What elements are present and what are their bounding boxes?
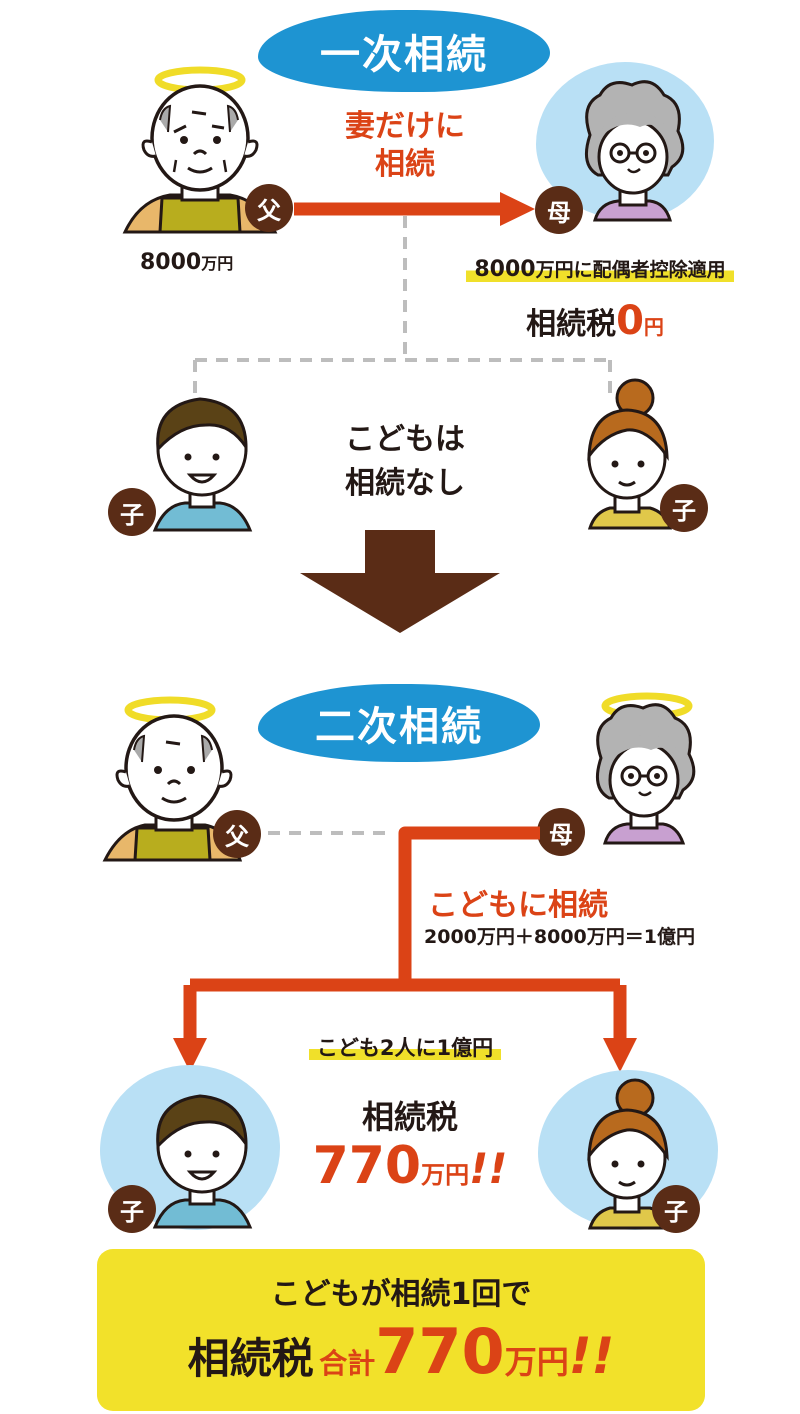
child-badge-right-2-text: 子 xyxy=(664,1197,688,1226)
father-assets-number: 8000 xyxy=(140,250,202,275)
child-badge-right: 子 xyxy=(660,484,708,532)
arrow-label-line2: 相続 xyxy=(375,147,435,182)
first-inheritance-title-text: 一次相続 xyxy=(320,32,488,78)
second-tax-unit: 万円 xyxy=(421,1161,470,1189)
first-tax: 相続税0円 xyxy=(470,298,720,344)
father-badge: 父 xyxy=(245,184,293,232)
second-tax-exclaim: !! xyxy=(469,1144,508,1193)
son-icon-2 xyxy=(152,1094,253,1229)
child-badge-left-2: 子 xyxy=(108,1185,156,1233)
children-no-inheritance-note: こどもは 相続なし xyxy=(300,418,510,506)
first-inheritance-title: 一次相続 xyxy=(258,10,550,92)
inherit-to-wife-arrow xyxy=(193,192,612,395)
summary-exclaim: !! xyxy=(568,1327,615,1385)
father-halo-icon-2 xyxy=(102,696,243,862)
mother-badge-2: 母 xyxy=(537,808,585,856)
summary-box: こどもが相続1回で 相続税 合計770万円!! xyxy=(97,1249,705,1411)
children-note-line2: 相続なし xyxy=(345,466,465,501)
child-badge-left-2-text: 子 xyxy=(120,1197,144,1226)
summary-line1: こどもが相続1回で xyxy=(270,1277,532,1312)
deduction-number: 8000 xyxy=(474,257,536,282)
inherit-to-children-label: こどもに相続 xyxy=(428,888,608,923)
daughter-icon xyxy=(587,378,673,530)
summary-line2: 相続税 合計770万円!! xyxy=(97,1315,705,1388)
arrow-label-line1: 妻だけに xyxy=(345,109,465,144)
second-inheritance-title: 二次相続 xyxy=(258,684,540,762)
deduction-text: 万円に配偶者控除適用 xyxy=(535,259,726,281)
father-badge-2: 父 xyxy=(213,810,261,858)
father-halo-icon xyxy=(122,66,278,234)
summary-total-label: 合計 xyxy=(319,1347,376,1380)
split-label: こども2人に1億円 xyxy=(270,1032,540,1062)
summary-tax-label: 相続税 xyxy=(187,1334,314,1383)
spousal-deduction-note: 8000万円に配偶者控除適用 xyxy=(420,255,780,282)
mother-badge-2-text: 母 xyxy=(549,820,573,849)
family-dashed-line xyxy=(193,216,612,395)
father-assets: 8000万円 xyxy=(140,250,233,275)
sum-formula: 2000万円＋8000万円＝1億円 xyxy=(424,926,695,948)
split-label-text: こども2人に1億円 xyxy=(308,1036,502,1060)
summary-total-value: 770 xyxy=(375,1315,505,1388)
son-icon xyxy=(152,397,253,532)
mother-icon xyxy=(584,80,685,222)
child-badge-left: 子 xyxy=(108,488,156,536)
father-badge-text: 父 xyxy=(257,196,281,225)
arrow-label: 妻だけに 相続 xyxy=(320,108,490,184)
mother-halo-icon xyxy=(595,692,696,845)
second-tax-amount: 770万円!! xyxy=(280,1136,540,1196)
children-note-line1: こどもは xyxy=(345,422,465,457)
mother-badge-text: 母 xyxy=(547,198,571,227)
child-badge-left-text: 子 xyxy=(120,500,144,529)
mother-badge: 母 xyxy=(535,186,583,234)
first-tax-label: 相続税 xyxy=(526,307,617,342)
first-tax-unit: 円 xyxy=(643,315,664,339)
father-badge-2-text: 父 xyxy=(225,822,249,851)
big-down-arrow-icon xyxy=(300,530,500,633)
daughter-icon-2 xyxy=(587,1078,673,1230)
second-tax-value: 770 xyxy=(312,1136,422,1196)
inherit-to-children-arrow xyxy=(173,826,637,1072)
summary-total-unit: 万円 xyxy=(504,1343,569,1381)
father-assets-unit: 万円 xyxy=(201,254,234,273)
second-inheritance-title-text: 二次相続 xyxy=(315,704,483,750)
second-tax-label: 相続税 xyxy=(361,1098,458,1136)
first-tax-value: 0 xyxy=(616,298,644,344)
child-badge-right-2: 子 xyxy=(652,1185,700,1233)
child-badge-right-text: 子 xyxy=(672,496,696,525)
